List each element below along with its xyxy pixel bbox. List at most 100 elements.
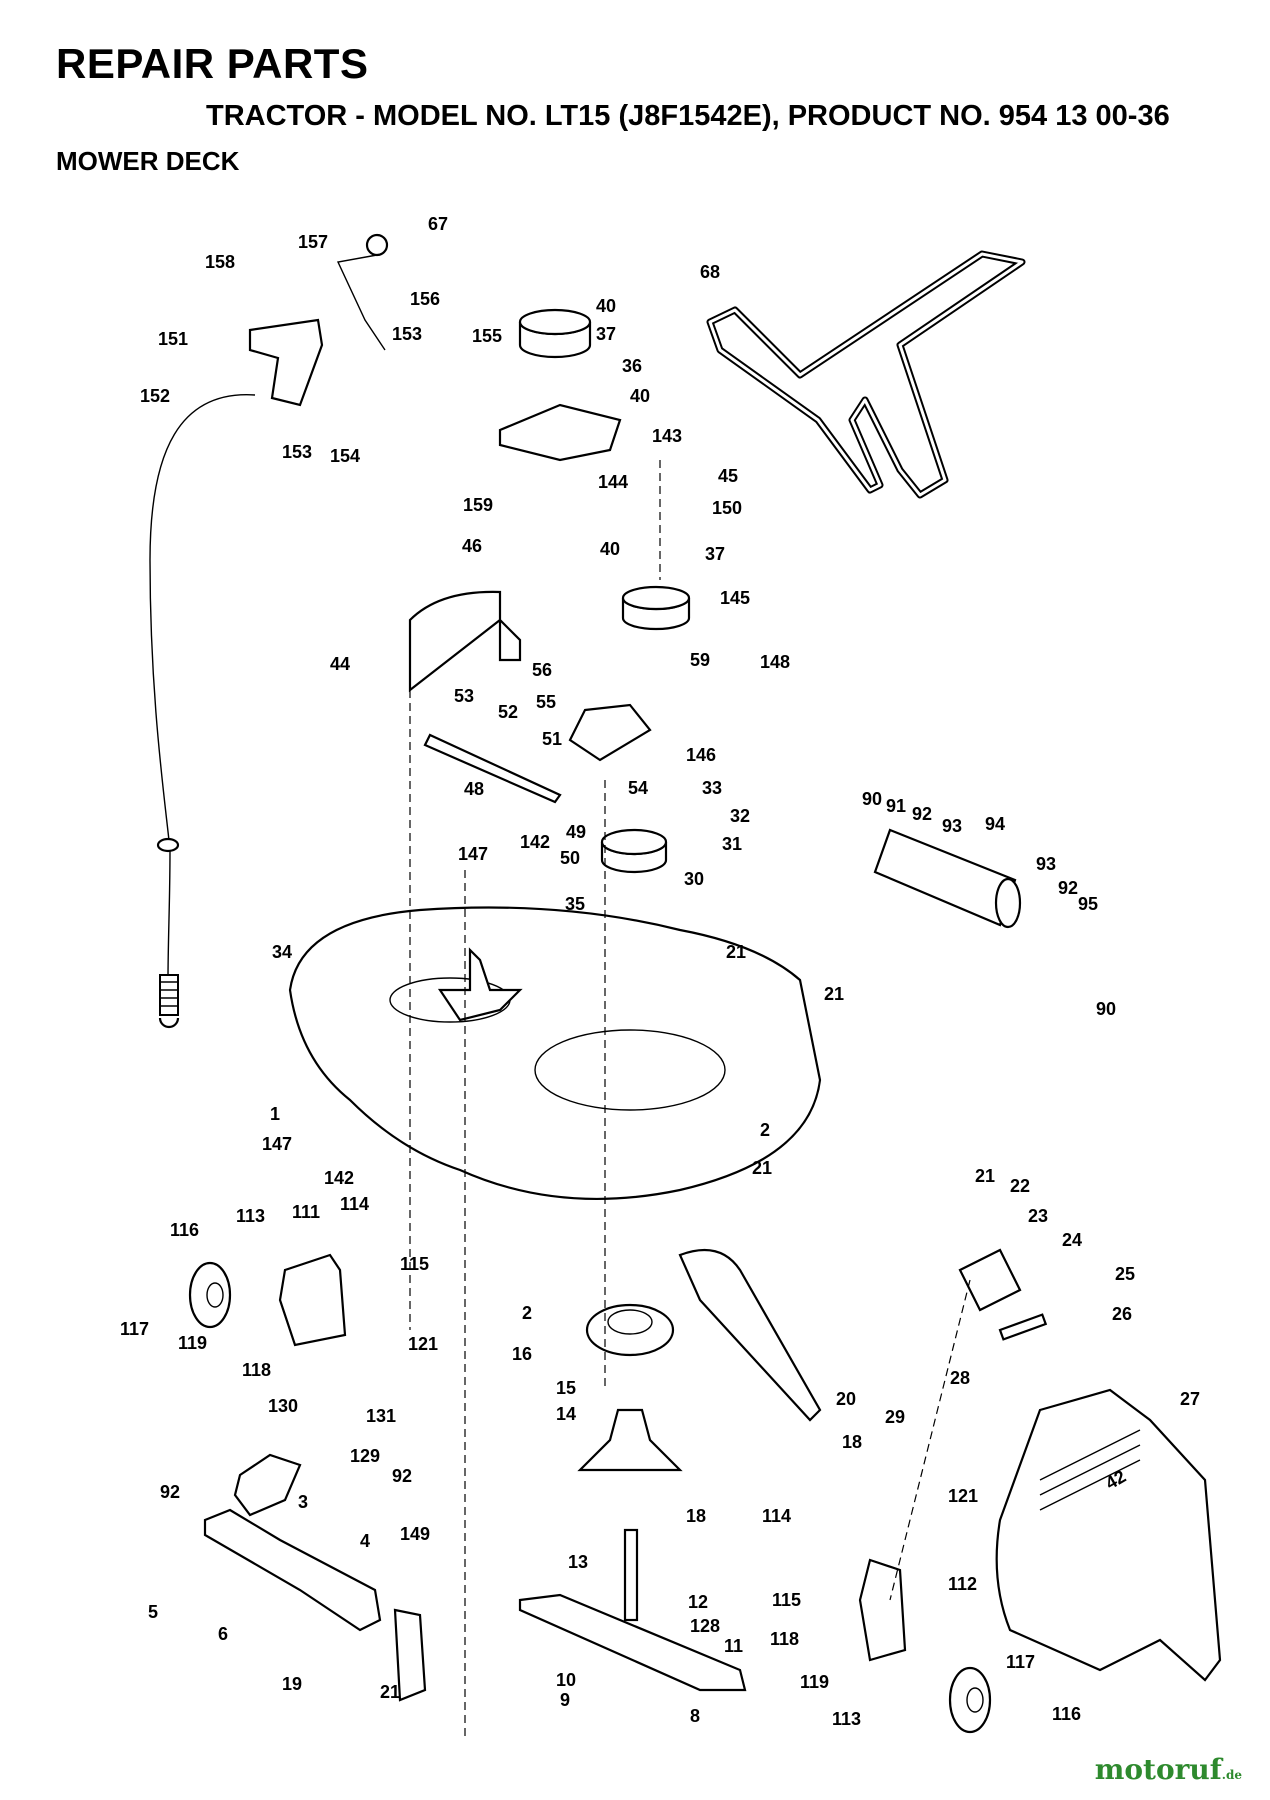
callout-c30: 30 xyxy=(684,869,704,889)
callout-c18a: 18 xyxy=(842,1432,862,1452)
callout-c115a: 115 xyxy=(400,1254,429,1274)
callout-c153a: 153 xyxy=(392,324,422,344)
callout-c52: 52 xyxy=(498,702,518,722)
page-title: REPAIR PARTS xyxy=(56,40,369,87)
callout-c121b: 121 xyxy=(948,1486,978,1506)
callout-c92a: 92 xyxy=(912,804,932,824)
callout-c4: 4 xyxy=(360,1531,370,1551)
callout-c34: 34 xyxy=(272,942,292,962)
callout-c36: 36 xyxy=(622,356,642,376)
callout-c25: 25 xyxy=(1115,1264,1135,1284)
callout-c40a: 40 xyxy=(596,296,616,316)
callout-c155: 155 xyxy=(472,326,502,346)
callout-c21e: 21 xyxy=(380,1682,400,1702)
callout-c51: 51 xyxy=(542,729,562,749)
callout-c119a: 119 xyxy=(178,1333,207,1353)
callout-c49: 49 xyxy=(566,822,586,842)
callout-c113b: 113 xyxy=(832,1709,861,1729)
callout-c9: 9 xyxy=(560,1690,570,1710)
callout-c37b: 37 xyxy=(705,544,725,564)
callout-c40c: 40 xyxy=(600,539,620,559)
callout-c55: 55 xyxy=(536,692,556,712)
callout-c117b: 117 xyxy=(1006,1652,1035,1672)
callout-c146: 146 xyxy=(686,745,716,765)
callout-c26: 26 xyxy=(1112,1304,1132,1324)
callout-c8: 8 xyxy=(690,1706,700,1726)
callout-c59: 59 xyxy=(690,650,710,670)
callout-c131: 131 xyxy=(366,1406,396,1426)
callout-c15: 15 xyxy=(556,1378,576,1398)
belt-guard xyxy=(408,590,522,693)
callout-c129: 129 xyxy=(350,1446,380,1466)
idler-bracket xyxy=(498,403,622,462)
callout-c111: 111 xyxy=(292,1202,320,1222)
callout-c117a: 117 xyxy=(120,1319,149,1339)
callout-c119b: 119 xyxy=(800,1672,829,1692)
callout-c46: 46 xyxy=(462,536,482,556)
callout-c28: 28 xyxy=(950,1368,970,1388)
callout-c92b: 92 xyxy=(1058,878,1078,898)
callout-c118b: 118 xyxy=(770,1629,799,1649)
gauge-wheel-left xyxy=(188,1261,232,1329)
watermark-tld: .de xyxy=(1221,1768,1242,1782)
callout-c5: 5 xyxy=(148,1602,158,1622)
callout-c114b: 114 xyxy=(762,1506,791,1526)
callout-c21c: 21 xyxy=(752,1158,772,1178)
callout-c145: 145 xyxy=(720,588,750,608)
callout-c112: 112 xyxy=(948,1574,977,1594)
callout-c116b: 116 xyxy=(1052,1704,1081,1724)
callout-c113a: 113 xyxy=(236,1206,265,1226)
callout-c159: 159 xyxy=(463,495,493,515)
callout-c114a: 114 xyxy=(340,1194,369,1214)
callout-c118a: 118 xyxy=(242,1360,271,1380)
callout-c29: 29 xyxy=(885,1407,905,1427)
callout-c19: 19 xyxy=(282,1674,302,1694)
callout-c154: 154 xyxy=(330,446,360,466)
callout-c68: 68 xyxy=(700,262,720,282)
control-cable xyxy=(149,394,256,981)
callout-c13: 13 xyxy=(568,1552,588,1572)
callout-c115b: 115 xyxy=(772,1590,801,1610)
callout-c40b: 40 xyxy=(630,386,650,406)
discharge-chute xyxy=(995,1388,1222,1682)
callout-c35: 35 xyxy=(565,894,585,914)
callout-c31: 31 xyxy=(722,834,742,854)
watermark-brand: motoruf xyxy=(1094,1753,1222,1786)
callout-c21d: 21 xyxy=(975,1166,995,1186)
spindle-housing xyxy=(585,1303,675,1357)
callout-c153b: 153 xyxy=(282,442,312,462)
callout-c91: 91 xyxy=(886,796,906,816)
callout-c152: 152 xyxy=(140,386,170,406)
callout-c67: 67 xyxy=(428,214,448,234)
callout-c2b: 2 xyxy=(522,1303,532,1323)
handle-bracket xyxy=(248,318,324,407)
callout-c14: 14 xyxy=(556,1404,576,1424)
callout-c93a: 93 xyxy=(942,816,962,836)
callout-c6: 6 xyxy=(218,1624,228,1644)
callout-c21b: 21 xyxy=(824,984,844,1004)
callout-c44: 44 xyxy=(330,654,350,674)
callout-c32: 32 xyxy=(730,806,750,826)
callout-c37a: 37 xyxy=(596,324,616,344)
mower-blade xyxy=(518,1593,747,1692)
callout-c11: 11 xyxy=(724,1636,743,1656)
callout-c147a: 147 xyxy=(458,844,488,864)
callout-c10: 10 xyxy=(556,1670,576,1690)
handle-knob xyxy=(365,233,389,257)
callout-c116a: 116 xyxy=(170,1220,199,1240)
callout-c156: 156 xyxy=(410,289,440,309)
page-subtitle: TRACTOR - MODEL NO. LT15 (J8F1542E), PRO… xyxy=(206,100,1170,132)
callout-c92d: 92 xyxy=(160,1482,180,1502)
callout-c22: 22 xyxy=(1010,1176,1030,1196)
callout-c56: 56 xyxy=(532,660,552,680)
callout-c50: 50 xyxy=(560,848,580,868)
callout-c54: 54 xyxy=(628,778,648,798)
callout-c157: 157 xyxy=(298,232,328,252)
watermark: motoruf.de xyxy=(1095,1753,1242,1786)
callout-c150: 150 xyxy=(712,498,742,518)
callout-c53: 53 xyxy=(454,686,474,706)
callout-c33: 33 xyxy=(702,778,722,798)
callout-c2a: 2 xyxy=(760,1120,770,1140)
gauge-wheel-right xyxy=(948,1666,992,1734)
callout-c90b: 90 xyxy=(1096,999,1116,1019)
